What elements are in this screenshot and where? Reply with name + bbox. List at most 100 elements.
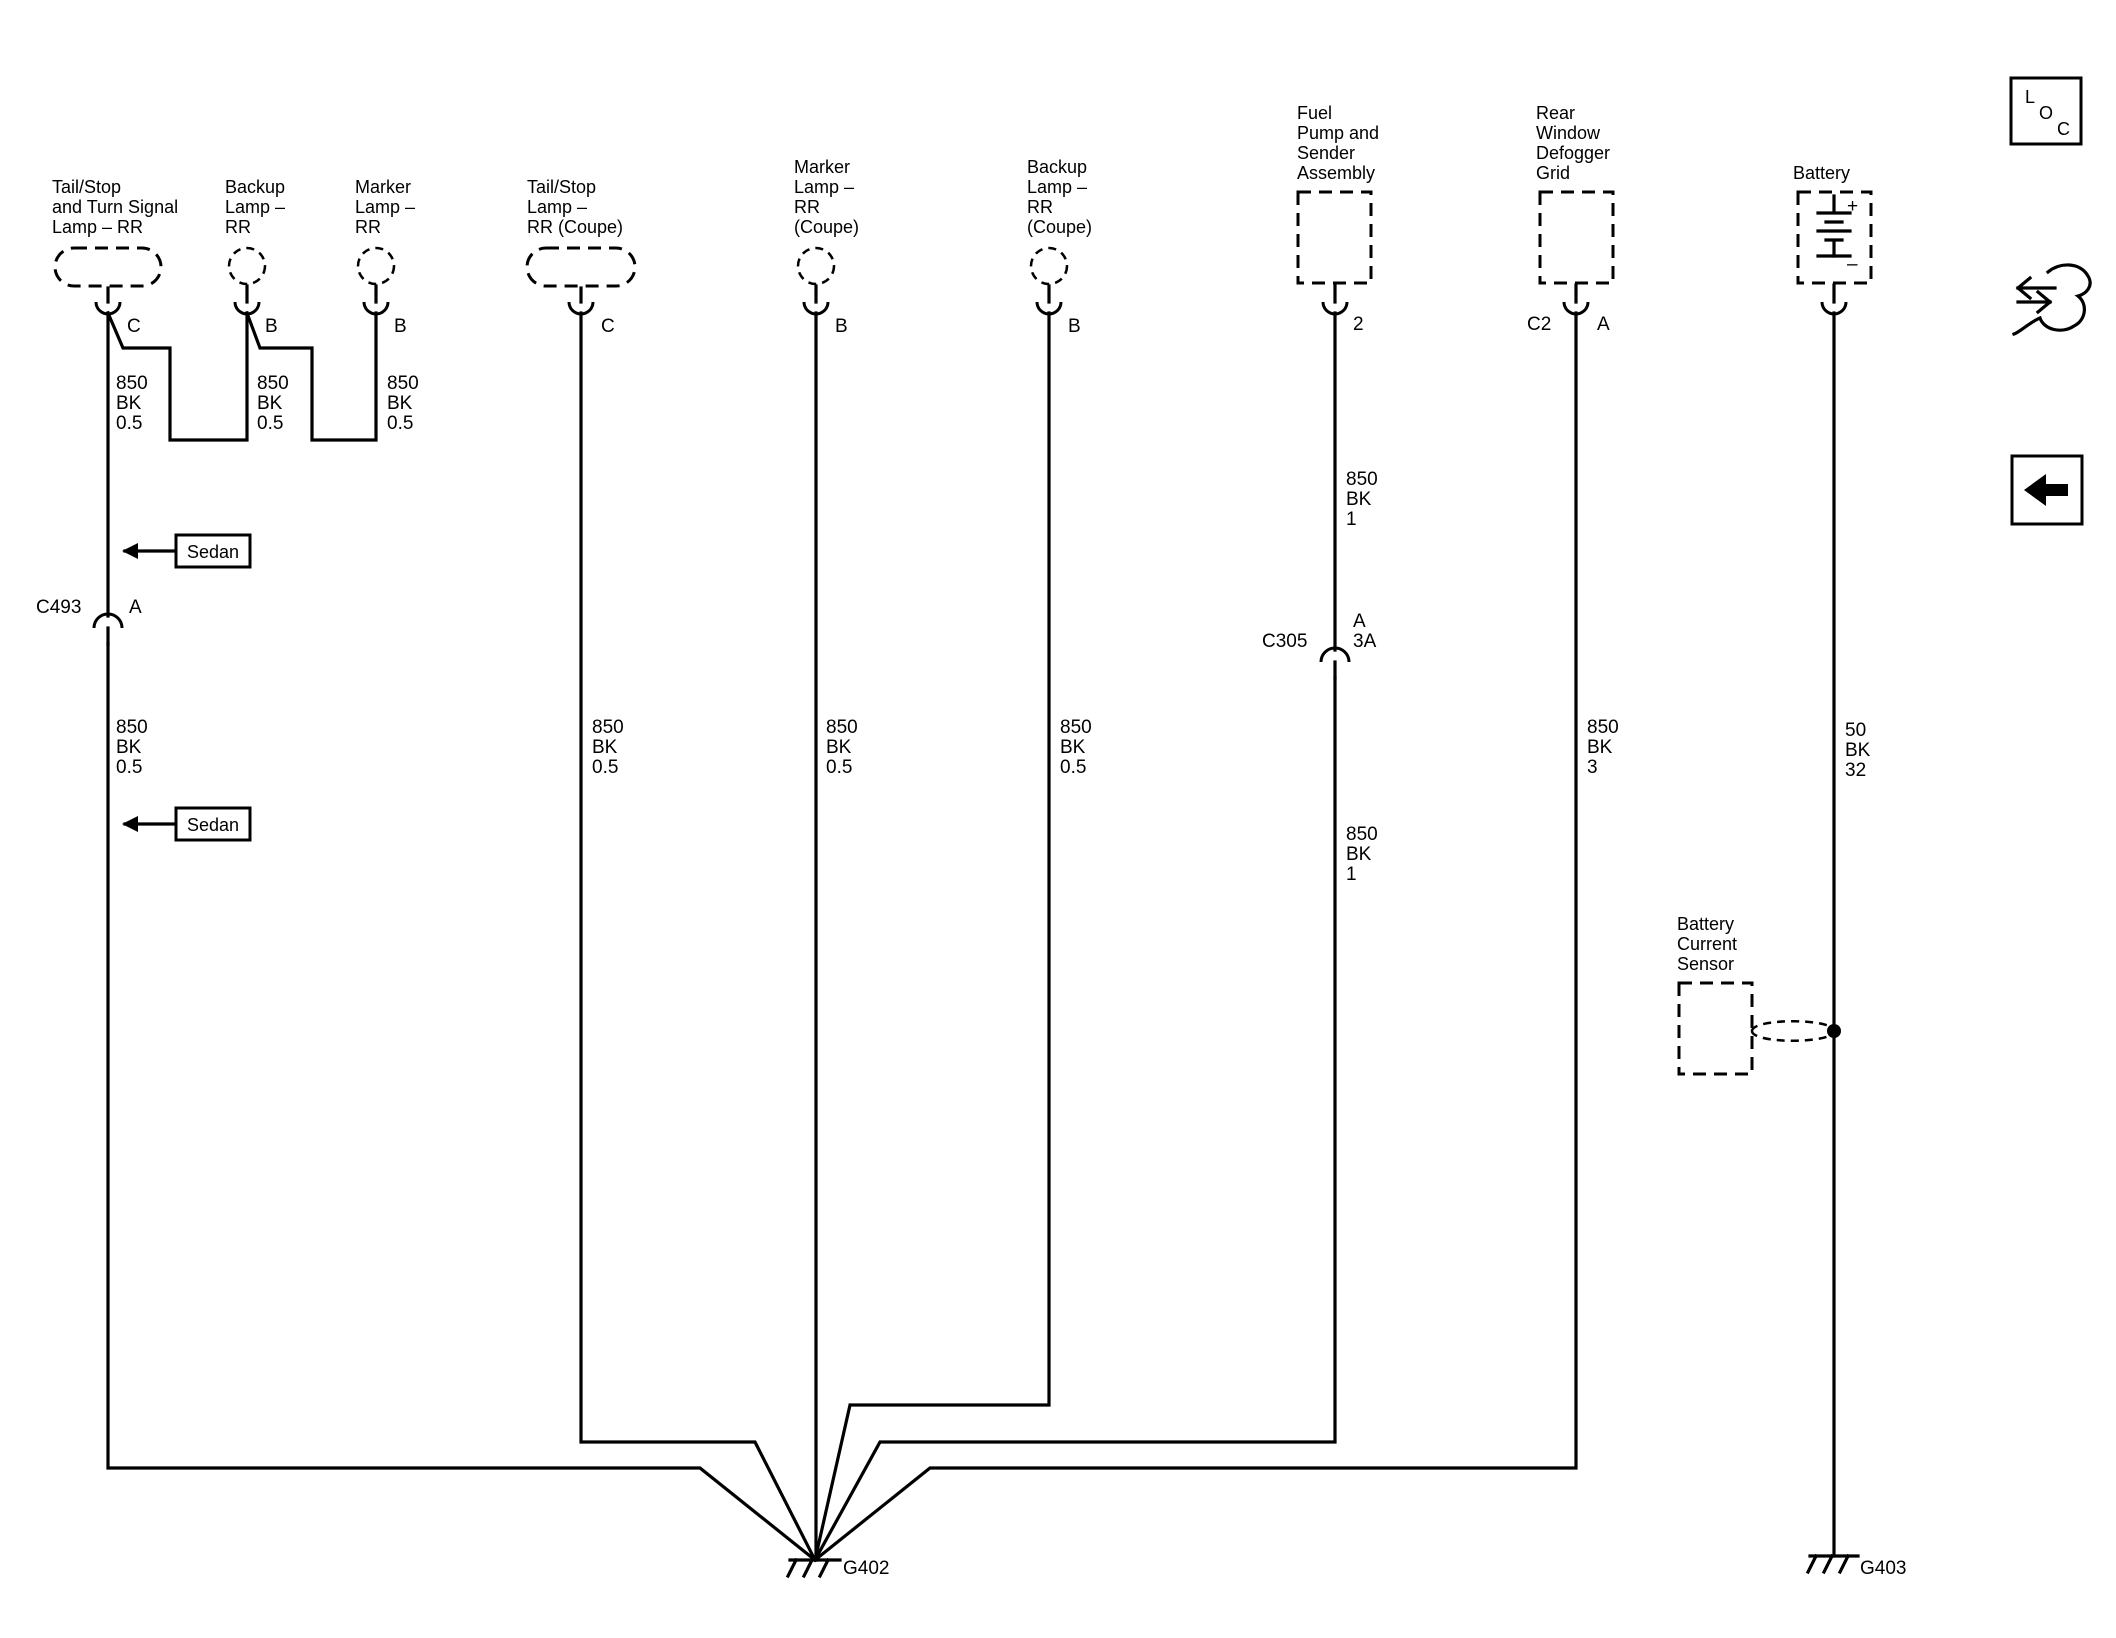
label-line: RR: [1027, 197, 1053, 217]
label-line: Fuel: [1297, 103, 1332, 123]
label-line: and Turn Signal: [52, 197, 178, 217]
label-line: Sensor: [1677, 954, 1734, 974]
label-line: Lamp – RR: [52, 217, 143, 237]
wire-circuit: 850: [1346, 824, 1378, 845]
wire-label-tail-lower: 850 BK 0.5: [116, 717, 148, 778]
marker-lamp-rr-body: [356, 246, 396, 286]
marker-lamp-coupe-body: [796, 246, 836, 286]
label-line: Lamp –: [225, 197, 285, 217]
label-line: RR: [225, 217, 251, 237]
back-arrow-icon[interactable]: [2010, 454, 2084, 526]
label-line: Lamp –: [527, 197, 587, 217]
pin-label: A: [129, 597, 142, 618]
connector-symbols: [92, 283, 1848, 680]
wire-circuit: 850: [387, 373, 419, 394]
wire-color: BK: [826, 737, 852, 758]
sedan-tag-lower[interactable]: Sedan: [122, 806, 252, 842]
connector-fuel-pump-2: [1321, 283, 1349, 316]
wire-label-backup-upper: 850 BK 0.5: [257, 373, 289, 434]
connector-label-c305: C305: [1262, 631, 1307, 652]
wire-circuit: 850: [257, 373, 289, 394]
label-battery-current-sensor: Battery Current Sensor: [1677, 914, 1737, 974]
label-line: Marker: [794, 157, 850, 177]
label-rear-window-defogger: Rear Window Defogger Grid: [1536, 103, 1610, 183]
wire-color: BK: [1587, 737, 1613, 758]
pin-label: C: [601, 316, 615, 337]
wire-color: BK: [1060, 737, 1086, 758]
wire-circuit: 850: [1060, 717, 1092, 738]
sedan-tag-label: Sedan: [187, 542, 239, 562]
connector-tail-stop-coupe-c: [567, 286, 595, 316]
sedan-tag-label: Sedan: [187, 815, 239, 835]
pin-label: A: [1597, 314, 1610, 335]
label-line: Current: [1677, 934, 1737, 954]
battery-plus-symbol: +: [1847, 196, 1858, 217]
battery-cell-symbol: + –: [1816, 194, 1858, 275]
label-line: (Coupe): [1027, 217, 1092, 237]
label-marker-lamp-rr: Marker Lamp – RR: [355, 177, 415, 237]
wire-size: 0.5: [116, 413, 142, 434]
connector-marker-rr-b: [362, 284, 390, 316]
label-line: Lamp –: [794, 177, 854, 197]
pin-label: B: [394, 316, 407, 337]
label-line: Grid: [1536, 163, 1570, 183]
wire-circuit: 850: [116, 373, 148, 394]
label-line: (Coupe): [794, 217, 859, 237]
wire-size: 0.5: [826, 757, 852, 778]
wire-size: 0.5: [387, 413, 413, 434]
label-line: Tail/Stop: [52, 177, 121, 197]
label-line: RR (Coupe): [527, 217, 623, 237]
label-backup-lamp-coupe: Backup Lamp – RR (Coupe): [1027, 157, 1092, 237]
wire-size: 0.5: [592, 757, 618, 778]
label-line: Battery: [1677, 914, 1734, 934]
wires: [105, 310, 1841, 1563]
inline-connector-c493: [92, 612, 124, 646]
wire-label-tail-coupe: 850 BK 0.5: [592, 717, 624, 778]
harness-connector-icon[interactable]: [2011, 263, 2092, 337]
pin-label: A: [1353, 611, 1366, 632]
pin-label: B: [265, 316, 278, 337]
battery-minus-symbol: –: [1847, 254, 1858, 275]
battery-body: [1796, 190, 1873, 285]
wire-label-battery: 50 BK 32: [1845, 720, 1871, 781]
connector-marker-coupe-b: [802, 284, 830, 316]
label-line: Backup: [1027, 157, 1087, 177]
label-fuel-pump-sender: Fuel Pump and Sender Assembly: [1297, 103, 1379, 183]
wire-label-tail-upper: 850 BK 0.5: [116, 373, 148, 434]
ground-g402-symbol: [785, 1557, 842, 1579]
wire-color: BK: [387, 393, 413, 414]
inline-connector-c305: [1319, 646, 1351, 680]
label-line: Sender: [1297, 143, 1355, 163]
wire-color: BK: [257, 393, 283, 414]
label-tail-stop-coupe: Tail/Stop Lamp – RR (Coupe): [527, 177, 623, 237]
connector-label-c493: C493: [36, 597, 81, 618]
backup-lamp-coupe-body: [1029, 246, 1069, 286]
label-tail-stop-turn-rr: Tail/Stop and Turn Signal Lamp – RR: [52, 177, 178, 237]
battery-current-sensor-body: [1677, 981, 1754, 1076]
wire-color: BK: [1346, 489, 1372, 510]
pin-label: 2: [1353, 314, 1364, 335]
label-line: Lamp –: [1027, 177, 1087, 197]
wire-label-backup-coupe: 850 BK 0.5: [1060, 717, 1092, 778]
wire-color: BK: [116, 393, 142, 414]
tail-stop-lamp-coupe-body: [525, 246, 637, 288]
location-view-icon[interactable]: L O C: [2009, 76, 2083, 146]
label-line: Marker: [355, 177, 411, 197]
loc-letter: O: [2039, 103, 2053, 123]
label-line: Lamp –: [355, 197, 415, 217]
pin-label: C: [127, 316, 141, 337]
label-line: RR: [794, 197, 820, 217]
label-line: Tail/Stop: [527, 177, 596, 197]
connector-backup-rr-b: [233, 284, 261, 316]
sedan-tag-upper[interactable]: Sedan: [122, 533, 252, 569]
pin-label: B: [1068, 316, 1081, 337]
wire-size: 0.5: [116, 757, 142, 778]
label-line: Battery: [1793, 163, 1850, 183]
wire-circuit: 850: [592, 717, 624, 738]
wire-color: BK: [592, 737, 618, 758]
ground-g402-label: G402: [843, 1558, 889, 1579]
ground-g403-symbol: [1805, 1553, 1860, 1575]
wire-circuit: 850: [1346, 469, 1378, 490]
wire-size: 1: [1346, 509, 1357, 530]
